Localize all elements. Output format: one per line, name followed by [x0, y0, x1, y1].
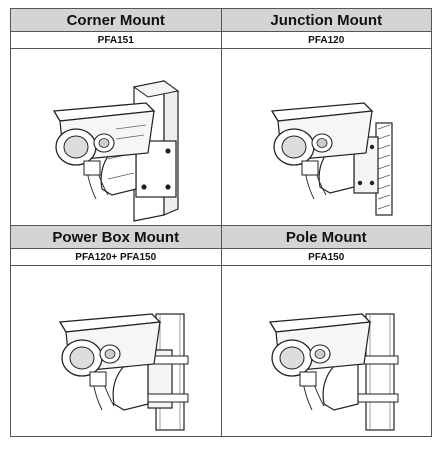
- power-box-mount-illustration-cell: [10, 265, 222, 437]
- header-corner-mount: Corner Mount: [10, 8, 222, 32]
- corner-mount-illustration-cell: [10, 48, 222, 226]
- pole-mount-illustration: [269, 313, 399, 431]
- header-power-box-mount: Power Box Mount: [10, 225, 222, 249]
- model-corner-mount: PFA151: [10, 31, 222, 49]
- model-power-box-mount: PFA120+ PFA150: [10, 248, 222, 266]
- mount-table: Corner Mount Junction Mount PFA151 PFA12…: [10, 8, 432, 437]
- junction-mount-illustration-cell: [220, 48, 432, 226]
- header-pole-mount: Pole Mount: [220, 225, 432, 249]
- model-junction-mount: PFA120: [220, 31, 432, 49]
- header-junction-mount: Junction Mount: [220, 8, 432, 32]
- corner-mount-illustration: [52, 79, 179, 222]
- model-pole-mount: PFA150: [220, 248, 432, 266]
- power-box-mount-illustration: [58, 313, 189, 431]
- pole-mount-illustration-cell: [220, 265, 432, 437]
- junction-mount-illustration: [271, 102, 393, 216]
